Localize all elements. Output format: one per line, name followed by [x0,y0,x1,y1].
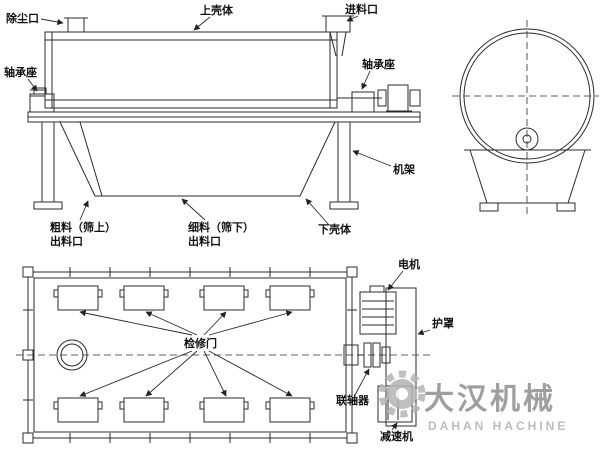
end-view [452,20,599,214]
plan-view: 检修门 电机 护罩 联轴器 [16,257,454,444]
inspection-door [199,397,249,423]
label-bearing-right: 轴承座 [362,57,395,71]
inspection-door [119,285,169,311]
label-coarse-outlet: 粗料（筛上） [50,220,116,234]
watermark-brand-cn: 大汉机械 [424,383,556,416]
label-coupling: 联轴器 [336,393,370,407]
inspection-door [53,397,103,423]
label-feed-inlet: 进料口 [345,2,378,16]
label-upper-casing: 上壳体 [200,3,234,17]
label-inspection-door: 检修门 [184,336,217,350]
watermark: 大汉机械 DAHAN HACHINE [378,370,568,433]
label-reducer: 减速机 [380,429,413,443]
label-dust-port: 除尘口 [6,11,39,25]
drum-casing [44,31,338,109]
label-motor: 电机 [398,257,420,271]
feed-chute [322,15,354,57]
dust-port [64,17,88,33]
inspection-door [119,397,169,423]
lower-hopper [59,121,336,197]
belt-guard [385,287,417,427]
inspection-door [265,397,315,423]
inspection-door [265,285,315,311]
label-guard: 护罩 [432,316,454,330]
label-coarse-outlet-2: 出料口 [50,234,83,248]
frame-legs [33,121,359,210]
frame-rail [27,111,421,123]
drive-unit [377,84,421,112]
label-fine-outlet-2: 出料口 [188,234,221,248]
bearing-pedestal-right [337,91,382,113]
motor [359,285,397,335]
gear-icon [378,370,426,418]
label-lower-casing: 下壳体 [318,222,352,236]
watermark-brand-en: DAHAN HACHINE [428,419,568,433]
label-fine-outlet: 细料（筛下） [188,220,254,234]
plan-bearing [343,344,364,366]
end-stand [464,149,591,212]
inspection-door [53,285,103,311]
label-frame: 机架 [393,162,415,176]
side-view: 除尘口 上壳体 进料口 轴承座 轴承座 机架 粗料（筛上） 出料口 细料（筛下）… [4,2,421,248]
inspection-door [199,285,249,311]
label-bearing-left: 轴承座 [4,65,37,79]
left-shaft-circle [56,339,88,371]
